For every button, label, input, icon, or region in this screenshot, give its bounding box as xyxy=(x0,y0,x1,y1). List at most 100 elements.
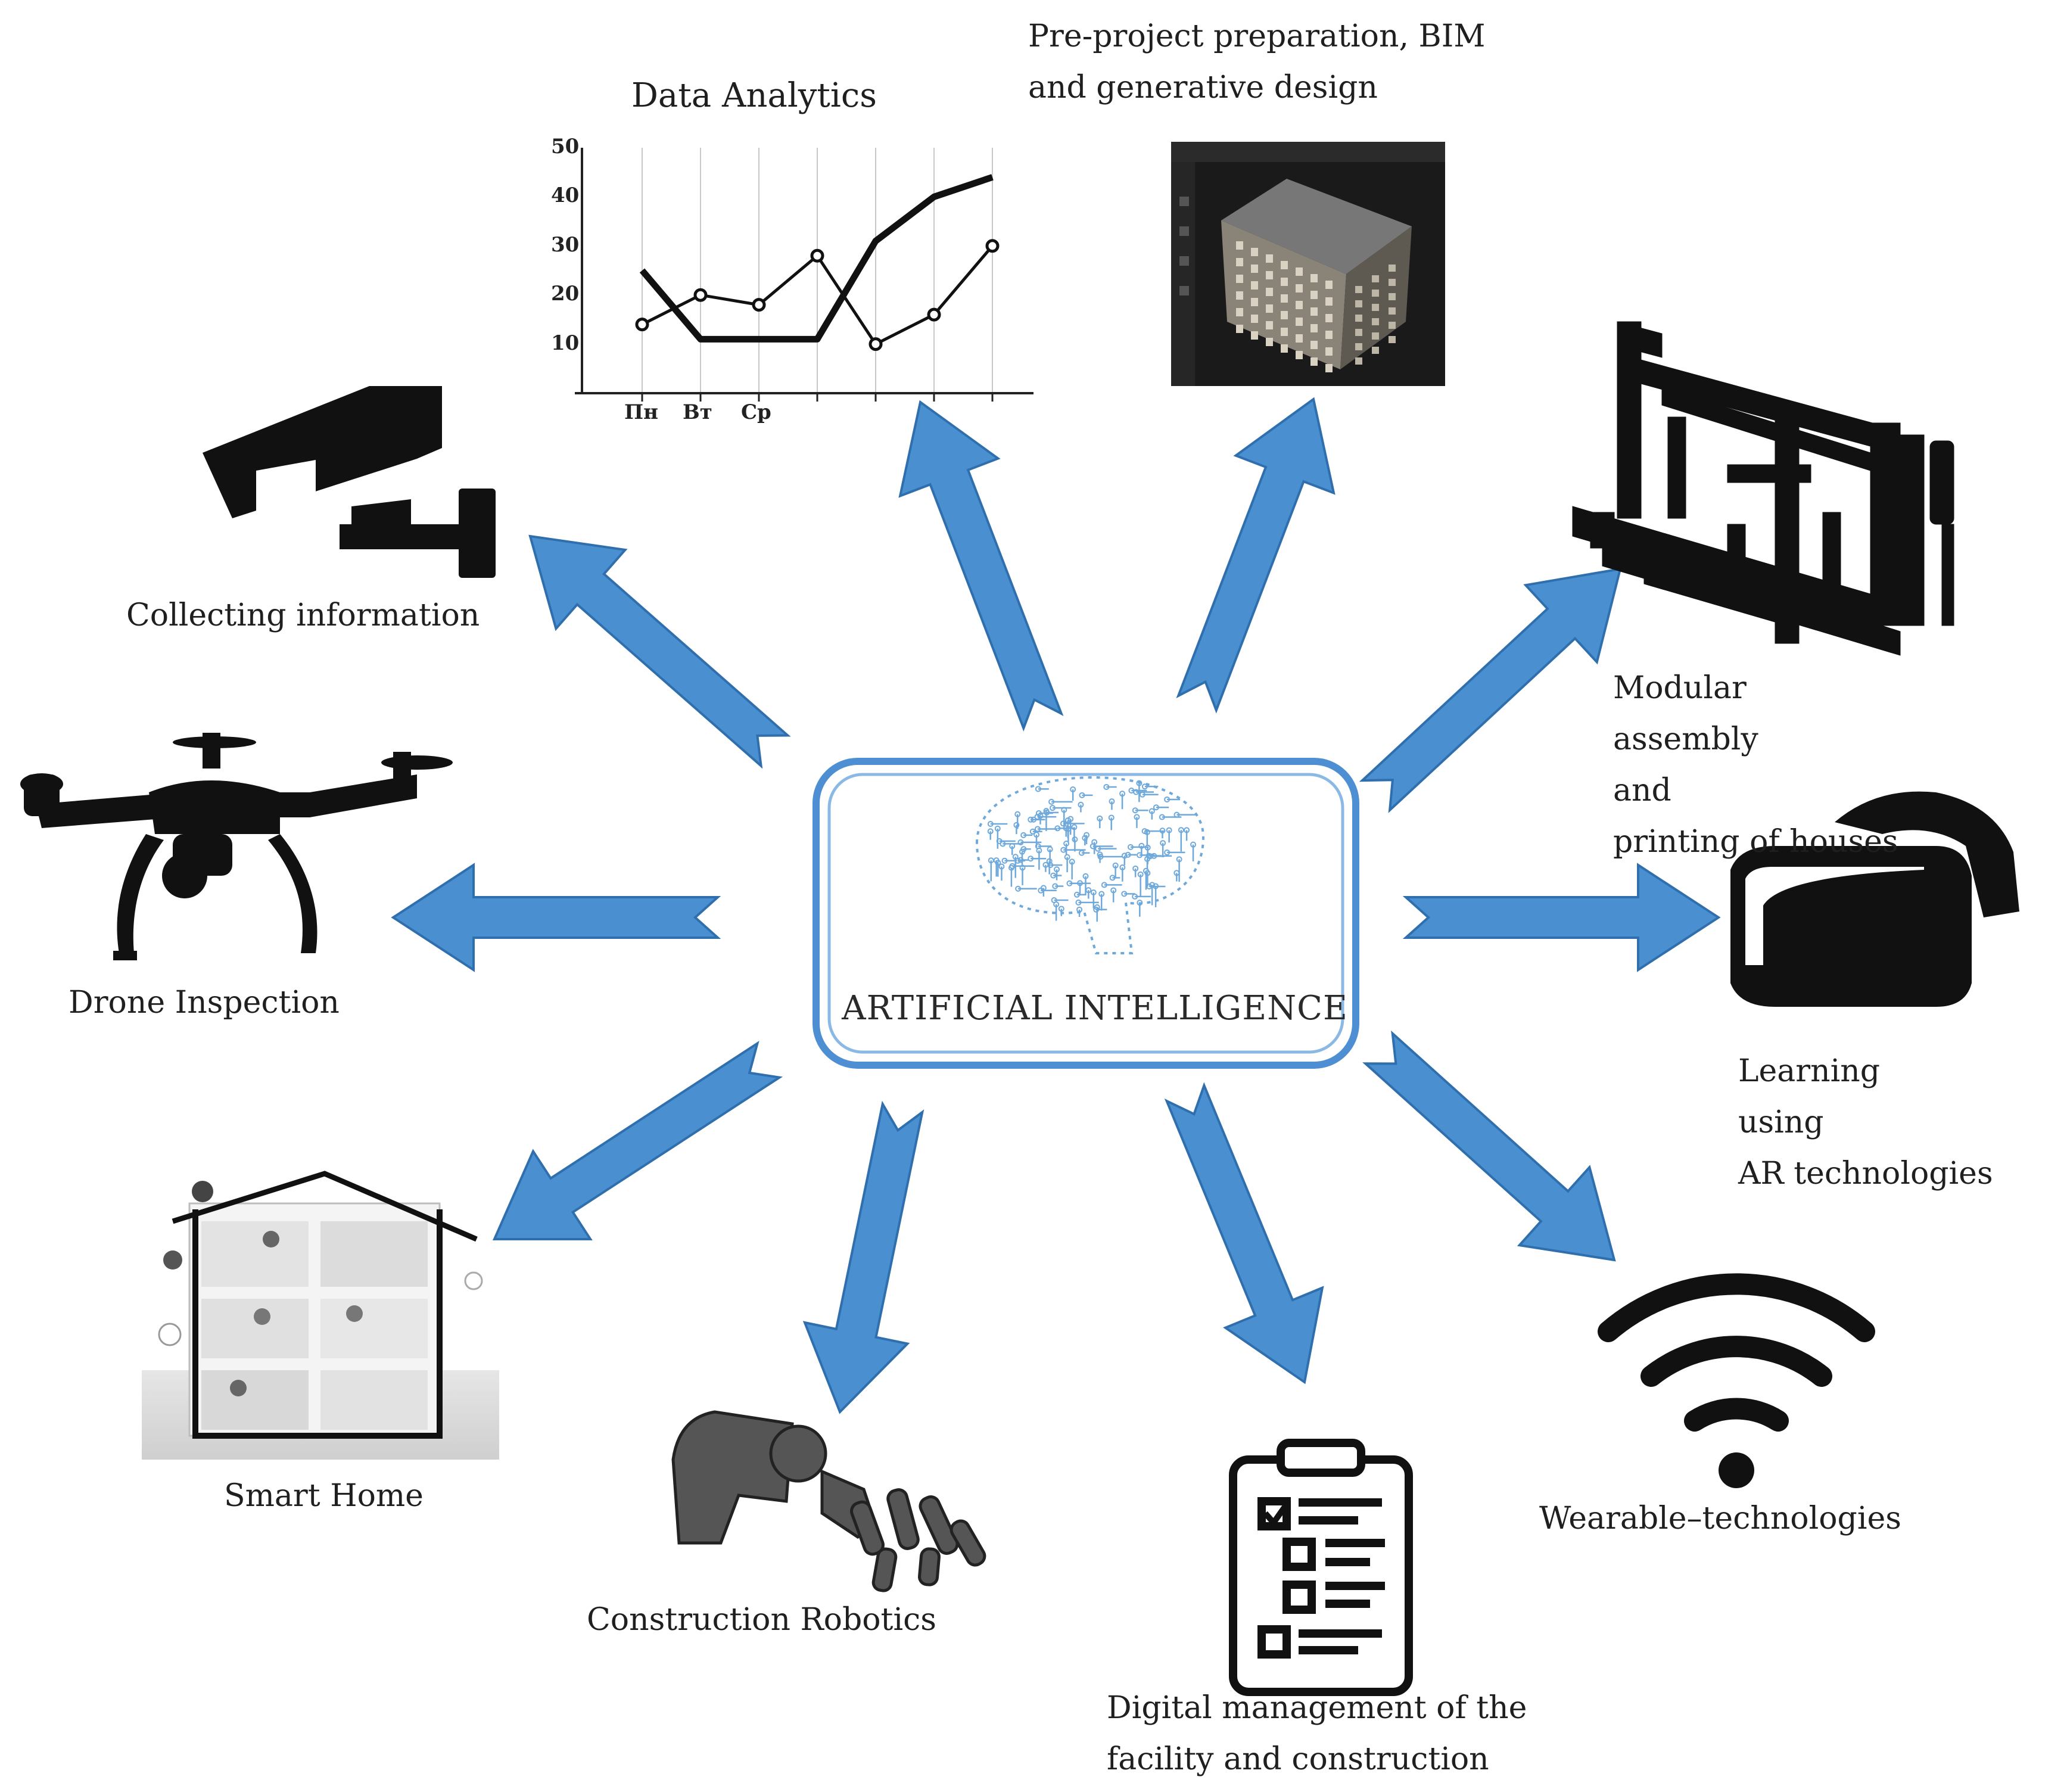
bim-window xyxy=(1310,274,1318,282)
brain-node xyxy=(1164,796,1171,802)
bim-window xyxy=(1266,288,1273,296)
brain-node xyxy=(1034,832,1040,838)
brain-node xyxy=(1064,817,1071,824)
brain-node xyxy=(1084,832,1090,838)
brain-node xyxy=(1082,873,1089,879)
brain-node xyxy=(1078,850,1085,856)
chart-point xyxy=(927,307,941,322)
bim-window xyxy=(1251,248,1258,256)
brain-node xyxy=(1178,827,1184,833)
bim-window xyxy=(1281,311,1288,319)
label-digital-management-line2: facility and construction xyxy=(1107,1741,1489,1777)
brain-node xyxy=(1038,887,1044,894)
brain-node xyxy=(1073,891,1080,898)
brain-node xyxy=(1034,826,1041,832)
bim-window xyxy=(1355,343,1362,350)
brain-node xyxy=(1048,798,1055,805)
bim-window xyxy=(1372,290,1379,297)
center-frame xyxy=(813,758,1359,1069)
chart-point xyxy=(693,288,708,302)
brain-node xyxy=(1110,887,1117,894)
brain-node xyxy=(988,857,994,864)
bim-window xyxy=(1325,281,1333,289)
chart-point xyxy=(810,248,824,263)
brain-node xyxy=(1052,883,1059,889)
brain-node xyxy=(1063,840,1070,847)
chart-point xyxy=(635,318,649,332)
brain-node xyxy=(1121,891,1128,897)
brain-node xyxy=(1028,816,1034,823)
bim-window xyxy=(1372,347,1379,354)
arrow-digital-management xyxy=(1164,1082,1324,1385)
label-digital-management: Digital management of the facility and c… xyxy=(1107,1682,1527,1785)
label-drone-inspection: Drone Inspection xyxy=(69,985,340,1021)
bim-window xyxy=(1310,291,1318,299)
bim-window xyxy=(1372,332,1379,340)
bim-window xyxy=(1251,331,1258,340)
chart-y-tick-label: 30 xyxy=(551,232,580,257)
bim-window xyxy=(1281,294,1288,303)
brain-node xyxy=(1153,804,1159,811)
bim-window xyxy=(1296,334,1303,343)
brain-node xyxy=(1060,847,1067,853)
brain-node xyxy=(1098,891,1105,897)
brain-node xyxy=(1017,839,1024,845)
brain-node xyxy=(1164,849,1171,855)
bim-window xyxy=(1281,261,1288,269)
brain-node xyxy=(1109,875,1116,881)
chart-x-tick-label: Ср xyxy=(741,400,771,424)
bim-window xyxy=(1266,254,1273,263)
brain-node xyxy=(1143,867,1149,874)
bim-window xyxy=(1236,258,1243,266)
chart-x-tick-label: Пн xyxy=(624,400,658,424)
bim-window xyxy=(1325,297,1333,306)
bim-window xyxy=(1236,291,1243,300)
brain-circuit-icon xyxy=(975,776,1205,954)
chart-y-tick-label: 20 xyxy=(551,282,580,306)
chart-series xyxy=(635,174,1000,351)
brain-node xyxy=(1075,899,1082,906)
brain-node xyxy=(1132,865,1139,872)
brain-node xyxy=(1097,815,1103,822)
bim-window xyxy=(1372,318,1379,325)
brain-node xyxy=(1103,783,1110,790)
bim-window xyxy=(1325,347,1333,356)
chart-x-tick-label: Вт xyxy=(683,400,712,424)
chart-point xyxy=(985,239,1000,253)
brain-node xyxy=(1008,864,1014,871)
bim-window xyxy=(1389,307,1396,315)
bim-window xyxy=(1296,284,1303,293)
brain-node xyxy=(1091,839,1098,845)
bim-window xyxy=(1372,275,1379,282)
modular-printer-icon xyxy=(1572,321,1954,656)
arrow-robotics xyxy=(802,1100,924,1414)
brain-node xyxy=(1061,807,1067,813)
bim-window xyxy=(1389,322,1396,329)
bim-window xyxy=(1236,325,1243,333)
brain-node xyxy=(1079,792,1085,798)
brain-node xyxy=(1176,856,1182,863)
brain-node xyxy=(1137,900,1143,906)
brain-node xyxy=(1127,844,1134,850)
brain-node xyxy=(1108,814,1115,821)
bim-window xyxy=(1389,265,1396,272)
brain-node xyxy=(995,860,1001,866)
bim-window xyxy=(1389,336,1396,343)
brain-node xyxy=(1069,858,1075,865)
brain-node xyxy=(1132,893,1138,900)
bim-window xyxy=(1266,304,1273,313)
label-modular-word-2: assembly xyxy=(1613,721,1758,757)
bim-window xyxy=(1389,279,1396,286)
bim-window xyxy=(1355,357,1362,365)
bim-window xyxy=(1236,241,1243,250)
bim-window xyxy=(1251,265,1258,273)
bim-window xyxy=(1325,314,1333,322)
brain-node xyxy=(1071,824,1078,830)
brain-node xyxy=(1049,805,1056,811)
brain-node xyxy=(1166,827,1172,833)
chart-grid xyxy=(641,148,994,402)
brain-node xyxy=(1190,841,1197,848)
bim-window xyxy=(1281,278,1288,286)
bim-window xyxy=(1236,275,1243,283)
label-modular-line1: Modular assembly and xyxy=(1613,662,2030,816)
